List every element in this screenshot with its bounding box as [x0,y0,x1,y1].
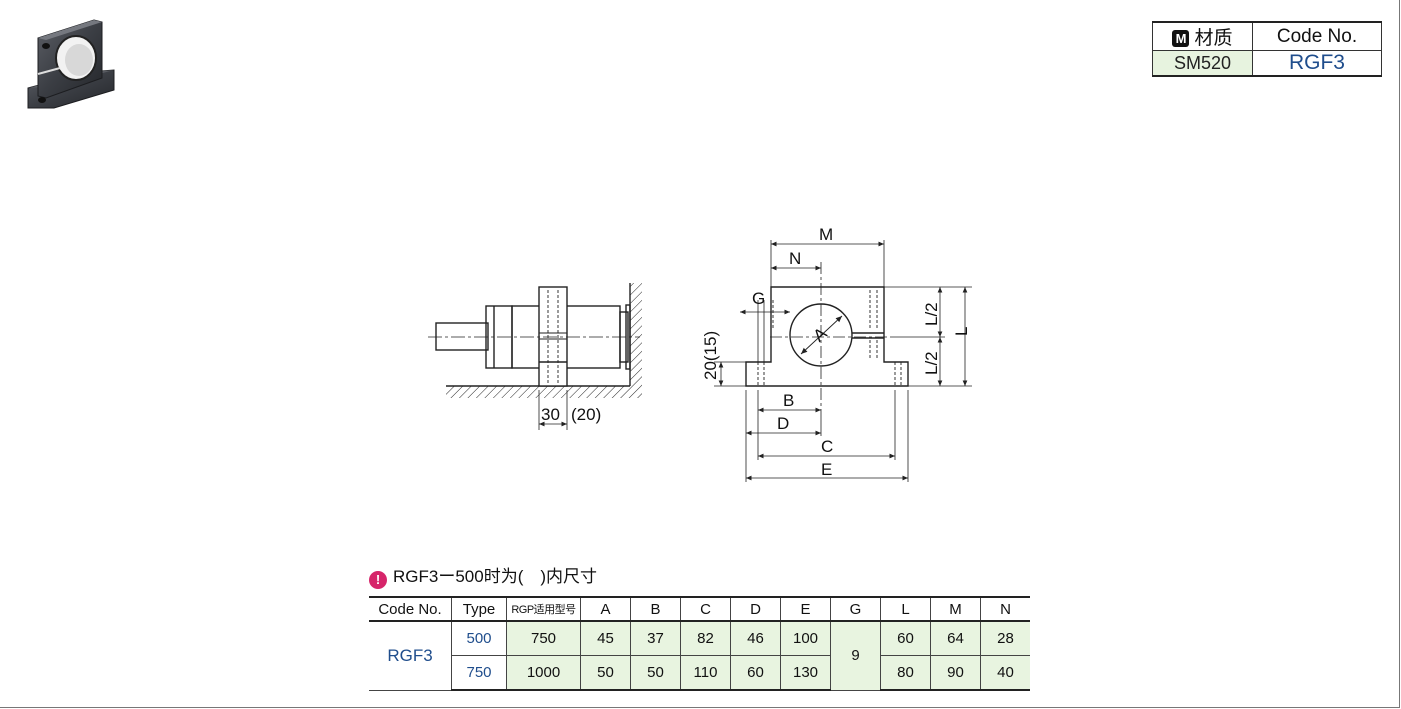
col-G: G [830,596,881,622]
table-row: RGF3 500 750 45 37 82 46 100 9 60 64 28 [369,620,1030,691]
rgp-cell: 1000 [506,655,581,691]
dimension-table: Code No. Type RGP适用型号 A B C D E G L M N … [369,596,1030,691]
material-value-cell: SM520 [1152,50,1253,77]
a-cell: 45 [580,620,631,656]
col-E: E [780,596,831,622]
m-cell: 90 [930,655,981,691]
m-cell: 64 [930,620,981,656]
code-value-cell: RGF3 [1252,50,1382,77]
col-B: B [630,596,681,622]
dim-M-label: M [819,225,833,244]
n-cell: 28 [980,620,1030,656]
dim-N-label: N [789,249,801,268]
col-D: D [730,596,781,622]
b-cell: 50 [630,655,681,691]
product-photo [27,19,115,109]
dim-30-label: 30 [541,405,560,424]
col-M: M [930,596,981,622]
c-cell: 82 [680,620,731,656]
dim-D-label: D [777,414,789,433]
code-cell: RGF3 [369,620,452,691]
dim-L-label: L [952,327,971,336]
col-code: Code No. [369,596,452,622]
b-cell: 37 [630,620,681,656]
a-cell: 50 [580,655,631,691]
dim-20-15-label: 20(15) [701,331,720,380]
col-rgp: RGP适用型号 [506,596,581,622]
col-N: N [980,596,1030,622]
dim-L-half-top-label: L/2 [922,302,941,326]
dim-G-label: G [752,289,765,308]
code-header-cell: Code No. [1252,21,1382,51]
size-note: ! RGF3ー500时为( )内尺寸 [369,566,598,589]
type-cell: 750 [451,655,507,691]
l-cell: 80 [880,655,931,691]
d-cell: 60 [730,655,781,691]
size-note-text: RGF3ー500时为( )内尺寸 [393,567,598,586]
col-A: A [580,596,631,622]
technical-drawing: 30 (20) [428,225,972,482]
d-cell: 46 [730,620,781,656]
c-cell: 110 [680,655,731,691]
col-L: L [880,596,931,622]
side-view [428,283,642,430]
dim-L-half-bottom-label: L/2 [922,351,941,375]
dim-20-label: (20) [571,405,601,424]
dim-B-label: B [783,391,794,410]
e-cell: 100 [780,620,831,656]
material-header-label: 材质 [1194,28,1233,49]
e-cell: 130 [780,655,831,691]
front-view [714,240,972,482]
alert-icon: ! [369,571,387,589]
dim-C-label: C [821,437,833,456]
l-cell: 60 [880,620,931,656]
type-cell: 500 [451,620,507,656]
dim-E-label: E [821,460,832,479]
g-cell: 9 [830,620,881,691]
col-C: C [680,596,731,622]
dimension-table-header: Code No. Type RGP适用型号 A B C D E G L M N [369,596,1030,622]
rgp-cell: 750 [506,620,581,656]
table-row: 750 1000 50 50 110 60 130 80 90 40 [369,655,1030,691]
col-type: Type [451,596,507,622]
material-badge-icon: M [1172,30,1190,47]
n-cell: 40 [980,655,1030,691]
